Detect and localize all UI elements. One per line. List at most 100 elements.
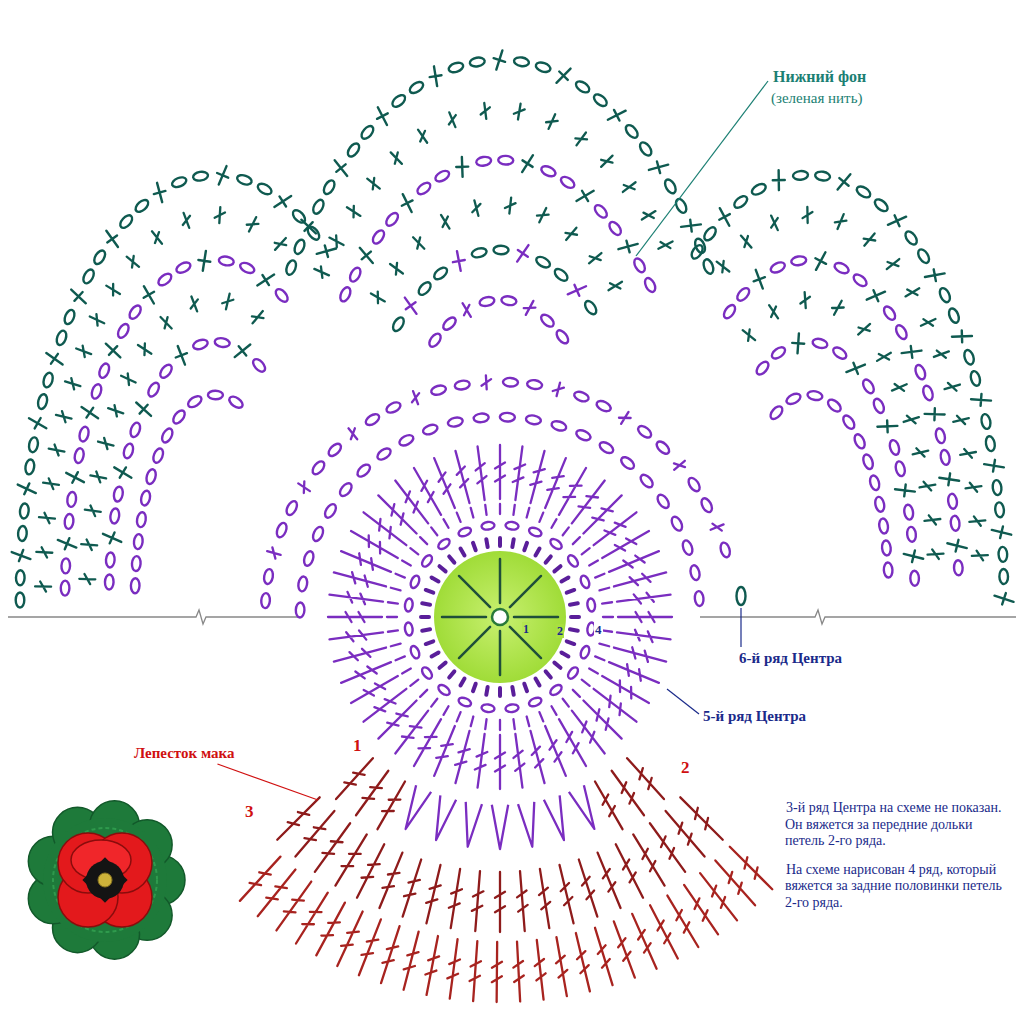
chain-stitch [947, 493, 958, 509]
single-crochet [172, 344, 190, 367]
chain-stitch [750, 182, 767, 197]
chain-stitch [598, 440, 615, 455]
chain-stitch [636, 424, 653, 440]
double-crochet [64, 377, 82, 391]
chain-stitch [118, 213, 134, 230]
chain-stitch [284, 259, 297, 276]
chain-stitch [992, 480, 1002, 496]
chain-stitch [963, 349, 976, 366]
double-crochet [214, 207, 225, 224]
chain-stitch [420, 666, 434, 681]
single-crochet [254, 270, 277, 291]
double-crochet [499, 504, 501, 514]
double-crochet [345, 425, 362, 442]
double-crochet [696, 870, 741, 923]
double-crochet [613, 643, 668, 667]
chain-stitch [427, 332, 443, 349]
chain-stitch [894, 460, 906, 477]
single-crochet [15, 479, 38, 498]
chain-stitch [906, 526, 916, 542]
chain-stitch [18, 526, 28, 542]
chain-stitch [481, 521, 495, 530]
chain-stitch [878, 518, 889, 534]
decrease-stitch [492, 805, 508, 849]
double-crochet [969, 515, 986, 526]
double-crochet [431, 699, 437, 707]
double-crochet [35, 581, 51, 591]
slip-stitch [561, 653, 568, 657]
chain-stitch [732, 194, 749, 210]
slip-stitch [421, 615, 429, 619]
chain-stitch [722, 303, 738, 320]
double-crochet [580, 492, 625, 537]
row-number-holder: 1 [522, 622, 530, 636]
double-crochet [573, 537, 580, 544]
double-crochet [410, 717, 446, 769]
double-crochet [481, 375, 492, 390]
slip-stitch [486, 687, 487, 695]
chain-stitch [385, 400, 402, 414]
chain-stitch [872, 397, 886, 414]
chain-stitch [106, 552, 116, 568]
slip-stitch [524, 543, 527, 551]
decrease-stitch [518, 802, 534, 847]
chain-stitch [390, 93, 407, 109]
slip-stitch [554, 566, 560, 571]
chain-stitch [171, 175, 188, 189]
double-crochet [616, 627, 671, 644]
chain-stitch [934, 427, 946, 444]
double-crochet [344, 203, 363, 220]
single-crochet [231, 340, 254, 362]
single-crochet [355, 244, 377, 267]
callout-title-holder: Нижний фон [772, 68, 867, 87]
chain-stitch [826, 397, 843, 413]
chain-stitch [471, 247, 488, 259]
double-crochet [737, 232, 755, 251]
double-crochet [368, 289, 387, 306]
chain-stitch [432, 265, 449, 281]
double-crochet [830, 298, 846, 317]
double-crochet [36, 547, 53, 558]
single-crochet [213, 164, 232, 187]
chain-stitch [888, 439, 901, 456]
single-crochet [924, 408, 944, 421]
center-spoke [514, 616, 558, 619]
single-crochet [10, 546, 33, 564]
double-crochet [552, 519, 557, 528]
petal-row-number: 1 [352, 736, 363, 755]
chain-stitch [64, 514, 74, 530]
slip-stitch [524, 684, 527, 692]
slip-stitch [426, 641, 434, 644]
chain-stitch [593, 203, 609, 220]
chain-stitch [735, 286, 751, 303]
double-crochet [639, 207, 658, 224]
double-crochet [457, 513, 461, 522]
single-crochet [151, 181, 168, 203]
chain-stitch [55, 329, 68, 346]
chain-stitch [874, 496, 885, 512]
double-crochet [611, 842, 647, 900]
row-number: 4 [594, 622, 603, 637]
slip-stitch [461, 678, 465, 685]
chain-stitch [422, 423, 439, 436]
center-spoke [459, 627, 490, 658]
double-crochet [187, 295, 202, 314]
chain-stitch [855, 184, 872, 199]
double-crochet [656, 237, 675, 253]
chain-stitch [638, 140, 654, 157]
note-text: На схеме нарисован 4 ряд, который вяжетс… [785, 862, 1002, 910]
row-number-holder: 2 [556, 624, 564, 638]
chain-stitch [638, 473, 655, 490]
double-crochet [431, 527, 437, 535]
center-spoke [510, 576, 541, 607]
chain-stitch [503, 378, 518, 387]
single-crochet [605, 105, 628, 125]
double-crochet [391, 644, 401, 647]
chain-stitch [873, 197, 890, 213]
single-crochet [877, 420, 898, 433]
slip-stitch [512, 687, 513, 695]
slip-stitch [512, 539, 513, 547]
chain-stitch [156, 271, 173, 287]
double-crochet [602, 602, 612, 603]
